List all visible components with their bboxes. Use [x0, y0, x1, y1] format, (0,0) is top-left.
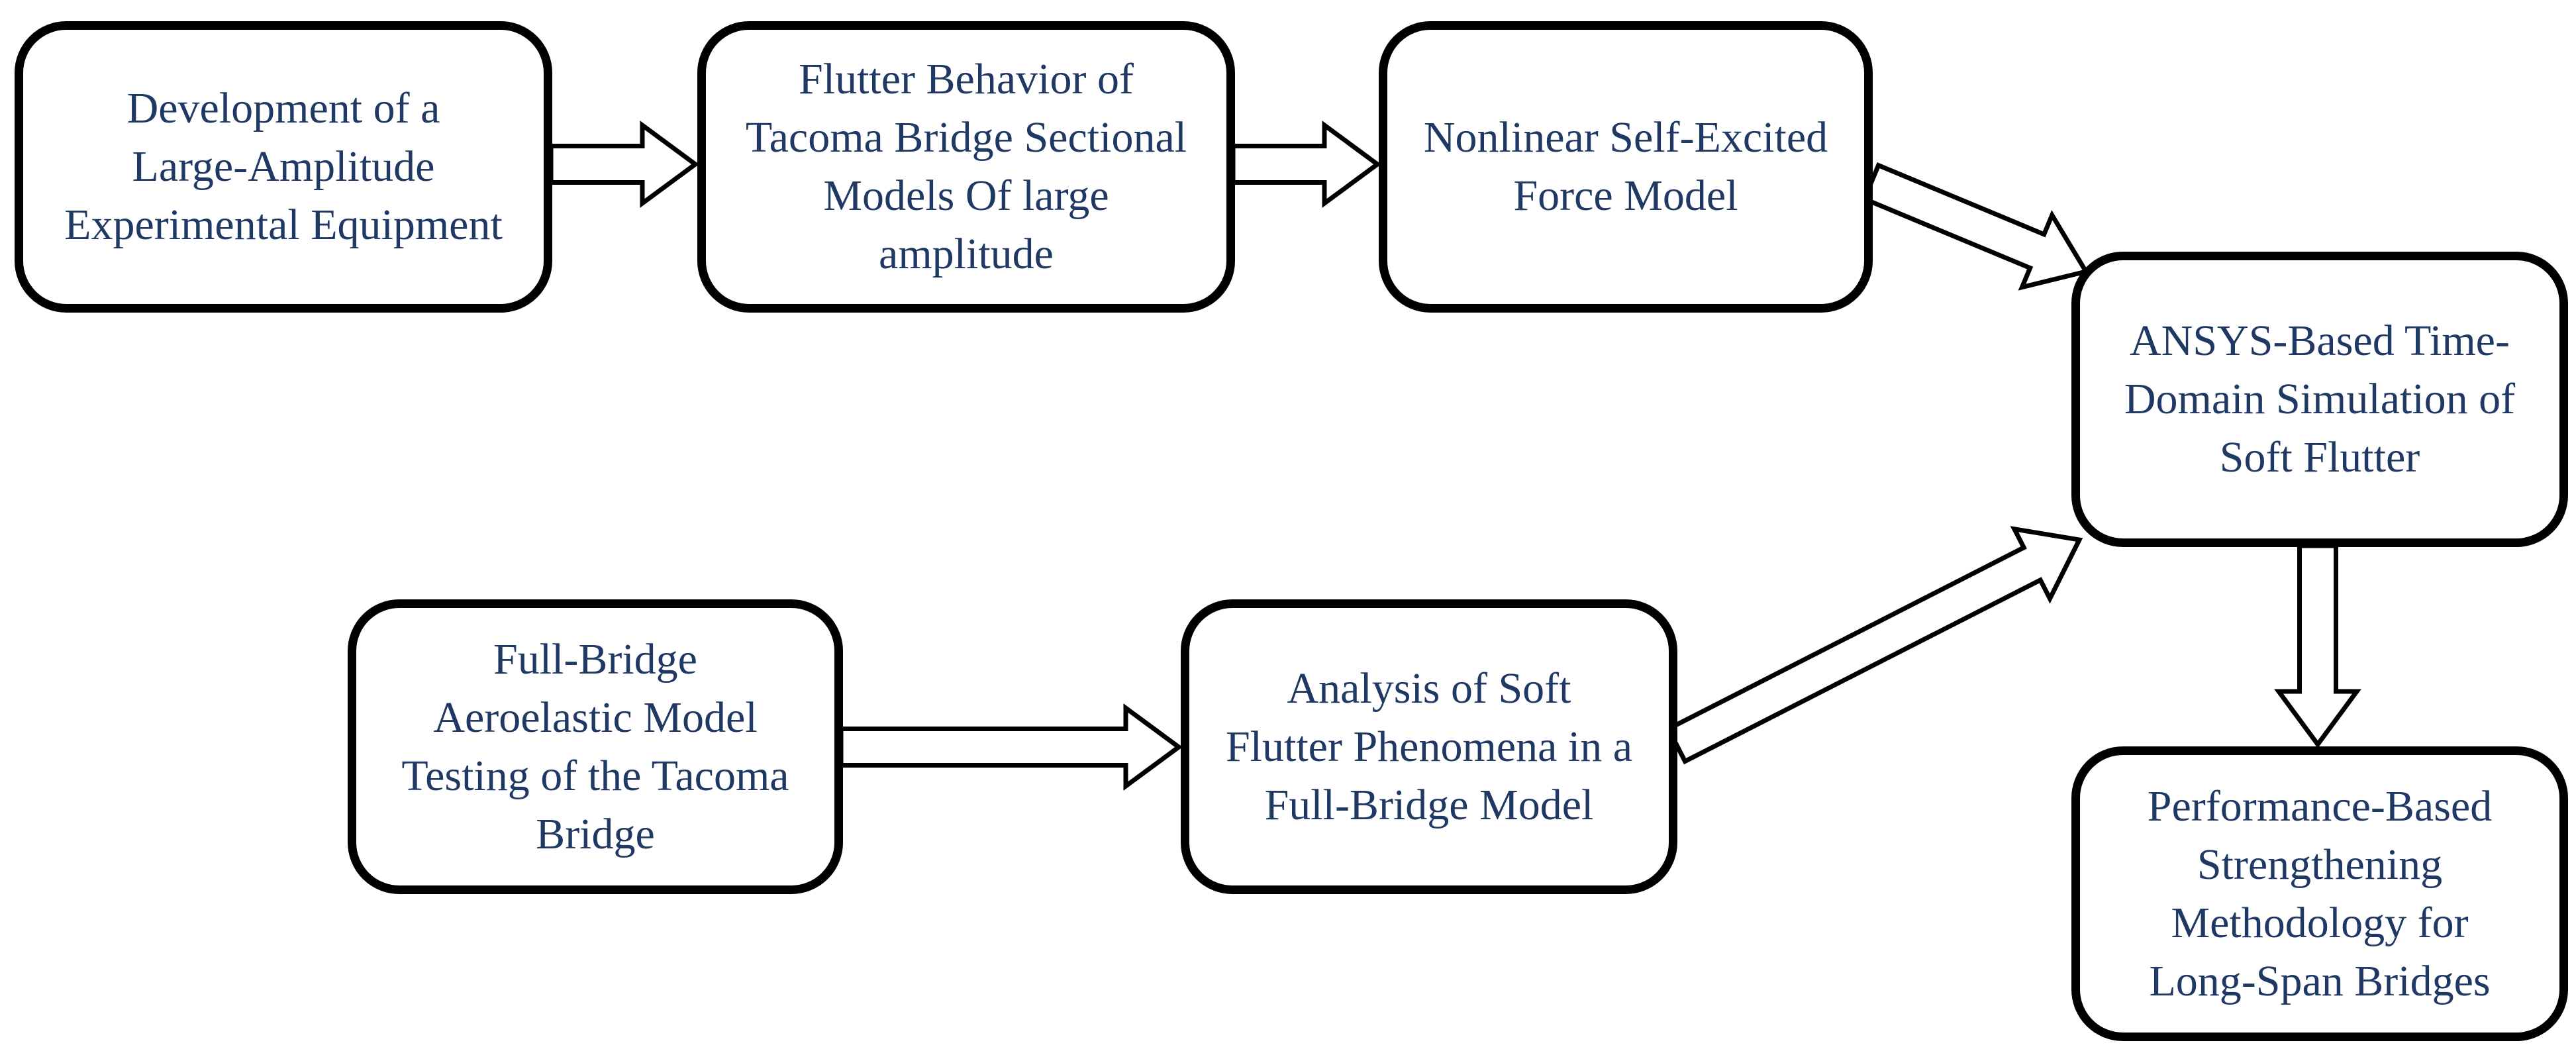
node-label: Development of a Large-Amplitude Experim…	[64, 84, 503, 249]
arrow-full-bridge-testing-to-soft-flutter-analysis	[838, 703, 1183, 791]
node-label: Full-Bridge Aeroelastic Model Testing of…	[401, 634, 789, 858]
node-label: Analysis of Soft Flutter Phenomena in a …	[1225, 664, 1633, 829]
arrow-large-amplitude-equipment-to-sectional-model-flutter	[548, 121, 699, 208]
node-sectional-model-flutter: Flutter Behavior of Tacoma Bridge Sectio…	[697, 21, 1235, 313]
arrow-self-excited-force-model-to-ansys-simulation	[1861, 162, 2090, 291]
arrow-sectional-model-flutter-to-self-excited-force-model	[1230, 121, 1381, 208]
arrow-soft-flutter-analysis-to-ansys-simulation	[1665, 526, 2083, 765]
node-large-amplitude-equipment: Development of a Large-Amplitude Experim…	[15, 21, 552, 313]
node-strengthening-methodology: Performance-Based Strengthening Methodol…	[2071, 746, 2568, 1041]
node-soft-flutter-analysis: Analysis of Soft Flutter Phenomena in a …	[1181, 599, 1677, 894]
arrow-ansys-simulation-to-strengthening-methodology	[2274, 543, 2361, 748]
node-label: Nonlinear Self-Excited Force Model	[1423, 113, 1828, 220]
node-full-bridge-testing: Full-Bridge Aeroelastic Model Testing of…	[348, 599, 843, 894]
node-label: Performance-Based Strengthening Methodol…	[2147, 782, 2493, 1005]
node-ansys-simulation: ANSYS-Based Time- Domain Simulation of S…	[2071, 252, 2568, 547]
node-self-excited-force-model: Nonlinear Self-Excited Force Model	[1379, 21, 1873, 313]
node-label: ANSYS-Based Time- Domain Simulation of S…	[2124, 317, 2516, 481]
node-label: Flutter Behavior of Tacoma Bridge Sectio…	[745, 55, 1187, 278]
